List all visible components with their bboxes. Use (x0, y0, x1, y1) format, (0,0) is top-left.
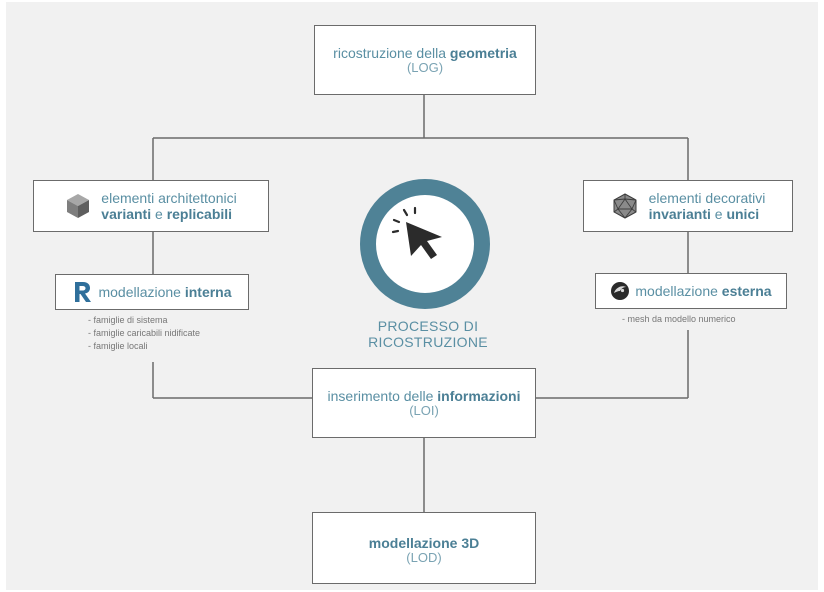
geometry-sub: (LOG) (406, 60, 444, 76)
internal-families-list: - famiglie di sistema - famiglie caricab… (88, 314, 200, 353)
geometry-text: ricostruzione della (333, 45, 447, 61)
info-bold: informazioni (437, 388, 521, 404)
arch-bold1: varianti (101, 206, 152, 222)
external-bold: esterna (721, 282, 772, 299)
revit-logo-icon (75, 282, 92, 302)
model-3d-box: modellazione 3D (LOD) (312, 512, 536, 584)
list-item: - famiglie caricabili nidificate (88, 328, 201, 339)
click-cursor-icon (391, 206, 442, 259)
model3d-bold: modellazione 3D (368, 535, 480, 551)
internal-text: modellazione (98, 283, 181, 300)
deco-mid: e (714, 206, 723, 222)
geometry-bold: geometria (449, 45, 517, 61)
model3d-sub: (LOD) (406, 550, 442, 566)
internal-modelling-box: modellazione interna (55, 274, 249, 310)
info-sub: (LOI) (409, 403, 439, 419)
list-item: - famiglie di sistema (88, 315, 168, 325)
process-ring (360, 179, 490, 309)
rhino-logo-icon (611, 282, 630, 300)
list-item: - famiglie locali (88, 341, 148, 352)
internal-bold: interna (184, 283, 232, 300)
cube-icon (67, 194, 90, 218)
external-text: modellazione (635, 282, 718, 299)
decorative-elements-box: elementi decorativi invarianti e unici (583, 180, 793, 232)
list-item: - mesh da modello numerico (622, 314, 736, 324)
icosahedron-icon (613, 193, 637, 219)
external-list: - mesh da modello numerico (622, 313, 736, 326)
external-modelling-box: modellazione esterna (595, 273, 787, 309)
arch-line1: elementi architettonici (101, 189, 237, 206)
deco-bold2: unici (726, 206, 760, 222)
deco-bold1: invarianti (648, 206, 711, 222)
deco-line1: elementi decorativi (648, 189, 766, 206)
arch-bold2: replicabili (166, 206, 233, 222)
arch-mid: e (155, 206, 163, 222)
architectural-elements-box: elementi architettonici varianti e repli… (33, 180, 269, 232)
center-label: PROCESSO DI RICOSTRUZIONE (368, 318, 488, 350)
information-box: inserimento delle informazioni (LOI) (312, 368, 536, 438)
geometry-box: ricostruzione della geometria (LOG) (314, 25, 536, 95)
info-text: inserimento delle (327, 388, 434, 404)
